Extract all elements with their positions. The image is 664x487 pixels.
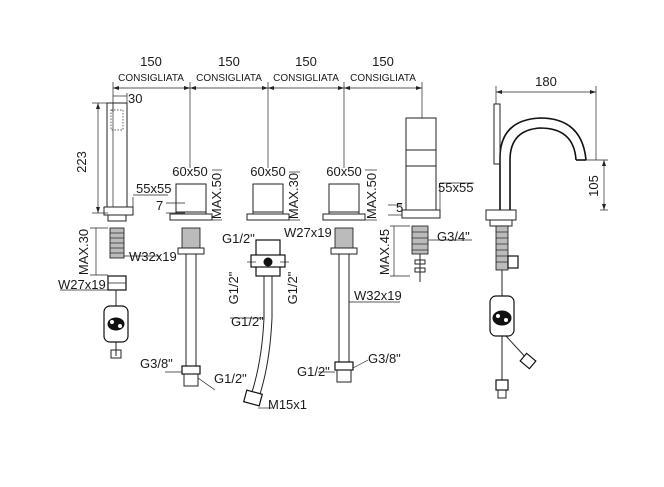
handshower-body (106, 102, 128, 208)
diverter-assembly: 55x55 5 MAX.45 G3/4" (377, 117, 474, 282)
middle-valve-handle (252, 183, 284, 215)
right-valve-assembly: 60x50 MAX.50 W32x19 G1/2" G3/8" (297, 164, 402, 383)
handshower-height: 223 (74, 151, 89, 173)
middle-valve-hose-end: M15x1 (268, 397, 307, 412)
left-valve-plate: 60x50 (172, 164, 207, 179)
dim-150-1: 150 (140, 54, 162, 69)
dim-note-1: CONSIGLIATA (118, 73, 184, 84)
left-valve-assembly: 60x50 MAX.50 G3/8" G1/2" (140, 164, 247, 391)
diverter-plate: 55x55 (438, 180, 473, 195)
right-valve-inlet: G1/2" (297, 364, 330, 379)
handshower-spray-face (110, 109, 124, 131)
handshower-plate: 55x55 (136, 181, 171, 196)
dim-150-4: 150 (372, 54, 394, 69)
right-valve-max: MAX.50 (364, 173, 379, 219)
handshower-diameter: 30 (128, 91, 142, 106)
handshower-thread-main: W32x19 (129, 249, 177, 264)
dim-note-2: CONSIGLIATA (196, 73, 262, 84)
middle-valve-side-left: G1/2" (226, 271, 241, 304)
diverter-thread: G3/4" (437, 229, 470, 244)
dim-note-4: CONSIGLIATA (350, 73, 416, 84)
middle-valve-thread: W27x19 (284, 225, 332, 240)
middle-valve-side-right: G1/2" (285, 271, 300, 304)
spout-assembly: 180 105 (485, 74, 608, 399)
right-valve-hose-end: G3/8" (368, 351, 401, 366)
middle-valve-assembly: 60x50 MAX.30 W27x19 G1/2" G1/2" G1/2" G1… (222, 164, 332, 412)
diverter-max: MAX.45 (377, 229, 392, 275)
diverter-offset: 5 (396, 200, 403, 215)
left-valve-inlet: G1/2" (214, 371, 247, 386)
right-valve-handle (328, 183, 360, 215)
middle-valve-thread-top: G1/2" (222, 231, 255, 246)
handshower-max: MAX.30 (76, 229, 91, 275)
spout-height: 105 (586, 175, 601, 197)
diverter-body (405, 117, 437, 211)
left-valve-handle (175, 183, 207, 215)
right-valve-plate: 60x50 (326, 164, 361, 179)
middle-valve-max: MAX.30 (286, 173, 301, 219)
handshower-offset: 7 (156, 198, 163, 213)
left-valve-max: MAX.50 (209, 173, 224, 219)
dim-150-2: 150 (218, 54, 240, 69)
right-valve-thread: W32x19 (354, 288, 402, 303)
handshower-thread-nut: W27x19 (58, 277, 106, 292)
dim-note-3: CONSIGLIATA (273, 73, 339, 84)
spout-width: 180 (535, 74, 557, 89)
left-valve-hose-end: G3/8" (140, 356, 173, 371)
middle-valve-plate: 60x50 (250, 164, 285, 179)
dim-150-3: 150 (295, 54, 317, 69)
middle-valve-below: G1/2" (231, 314, 264, 329)
top-dimension-chain: 150 CONSIGLIATA 150 CONSIGLIATA 150 CONS… (112, 54, 423, 168)
handshower-assembly: 30 223 55x55 7 MAX.30 W32x19 (58, 91, 185, 359)
